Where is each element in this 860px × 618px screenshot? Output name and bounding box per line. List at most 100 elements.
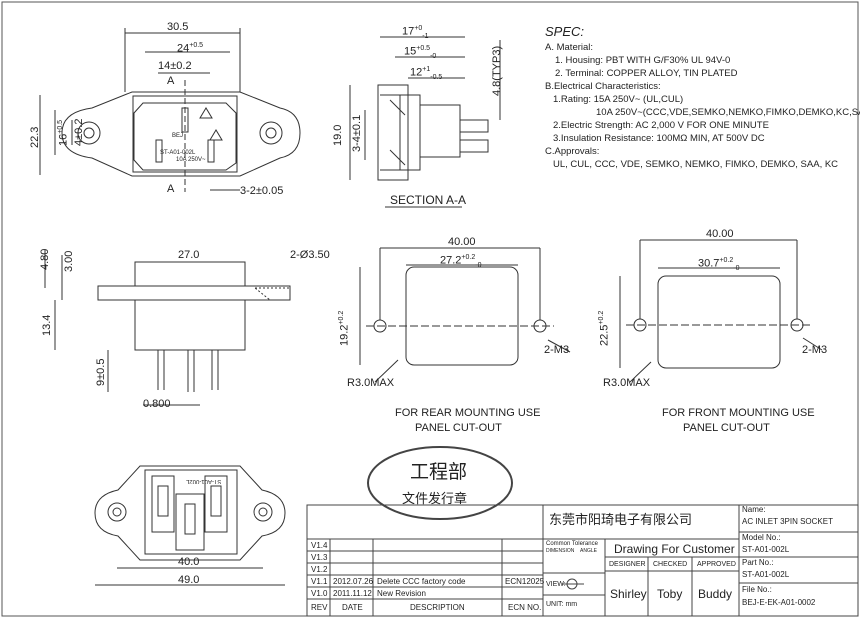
- rev-header: REV: [311, 603, 328, 612]
- spec-line: A. Material:: [545, 42, 594, 53]
- front-view: [39, 28, 301, 192]
- checked-label: CHECKED: [653, 561, 688, 568]
- rev-cell: V1.0: [311, 589, 328, 598]
- front-caption-1: FOR FRONT MOUNTING USE: [662, 407, 815, 419]
- spec-line: 2. Terminal: COPPER ALLOY, TIN PLATED: [555, 68, 738, 79]
- rev-cell: V1.4: [311, 541, 328, 550]
- section-mark-top: A: [167, 75, 175, 87]
- bottom-view: [94, 465, 286, 586]
- stamp-oval: [367, 446, 513, 520]
- spec-line: B.Electrical Characteristics:: [545, 81, 661, 92]
- drawing-for: Drawing For Customer: [614, 542, 735, 556]
- rear-width: 40.00: [448, 236, 476, 248]
- front-screw: 2-M3: [802, 344, 828, 356]
- designer-name: Shirley: [610, 587, 647, 601]
- view-label: VIEW:: [546, 581, 566, 588]
- date-header: DATE: [342, 603, 363, 612]
- checker-name: Toby: [657, 587, 683, 601]
- name-value: AC INLET 3PIN SOCKET: [742, 517, 833, 526]
- front-height: 22.5+0.2: [598, 310, 611, 346]
- rear-caption-2: PANEL CUT-OUT: [415, 422, 502, 434]
- model-label: Model No.:: [742, 533, 781, 542]
- dim-0800: 0.800: [143, 398, 171, 410]
- dim-height-16: 16+0.5: [57, 119, 70, 146]
- dim-134: 13.4: [41, 314, 53, 336]
- part-label: Part No.:: [742, 558, 774, 567]
- section-title: SECTION A-A: [390, 193, 467, 207]
- part-value: ST-A01-002L: [742, 570, 790, 579]
- spec-line: 3.Insulation Resistance: 100MΩ MIN, AT 5…: [553, 133, 765, 144]
- dim-14: 14±0.2: [158, 60, 192, 72]
- rev-desc-cell: Delete CCC factory code: [377, 577, 466, 586]
- spec-line: UL, CUL, CCC, VDE, SEMKO, NEMKO, FIMKO, …: [553, 159, 839, 170]
- marking-rating: 10A 250V~: [176, 157, 206, 163]
- spec-line: C.Approvals:: [545, 146, 600, 157]
- name-label: Name:: [742, 505, 766, 514]
- file-value: BEJ-E-EK-A01-0002: [742, 598, 816, 607]
- front-radius: R3.0MAX: [603, 377, 651, 389]
- rear-radius: R3.0MAX: [347, 377, 395, 389]
- dim-9: 9±0.5: [95, 358, 107, 386]
- dim-17: 17+0-1: [402, 25, 429, 40]
- dim-holes: 2-Ø3.50: [290, 249, 330, 261]
- rear-screw: 2-M3: [544, 344, 570, 356]
- marking-model: ST-A01-002L: [160, 150, 196, 156]
- side-view: [44, 250, 291, 406]
- rev-date-cell: 2011.11.12: [333, 589, 372, 598]
- front-cutout: [619, 239, 823, 383]
- front-inner: 30.7+0.2-0: [698, 257, 740, 272]
- spec-line: 10A 250V~(CCC,VDE,SEMKO,NEMKO,FIMKO,DEMK…: [596, 107, 860, 118]
- rear-height: 19.2+0.2: [338, 310, 351, 346]
- model-value: ST-A01-002L: [742, 545, 790, 554]
- section-mark-bottom: A: [167, 183, 175, 195]
- dim-12: 12+1-0.5: [410, 66, 443, 81]
- dim-24: 24+0.5: [177, 42, 204, 55]
- dimension-label: DIMENSION: [546, 548, 575, 554]
- front-width: 40.00: [706, 228, 734, 240]
- dim-19: 19.0: [332, 124, 344, 146]
- rear-inner: 27.2+0.2-0: [440, 254, 482, 269]
- dim-49: 49.0: [178, 574, 200, 586]
- common-tolerance: Common Tolerance: [546, 541, 598, 547]
- desc-header: DESCRIPTION: [410, 603, 465, 612]
- file-label: File No.:: [742, 585, 772, 594]
- dim-overall-width: 30.5: [167, 21, 189, 33]
- company-name: 东莞市阳琦电子有限公司: [549, 513, 693, 528]
- rev-date-cell: 2012.07.26: [333, 577, 374, 586]
- rev-ecn-cell: ECN12025: [505, 577, 545, 586]
- rev-cell: V1.1: [311, 577, 328, 586]
- dim-27: 27.0: [178, 249, 200, 261]
- stamp-line-1: 工程部: [410, 461, 468, 483]
- dim-300: 3.00: [63, 250, 75, 272]
- title-block-grid: [306, 504, 859, 617]
- dim-typ: 4.8(TYP3): [491, 45, 503, 96]
- section-view: [349, 36, 501, 208]
- rev-cell: V1.2: [311, 565, 328, 574]
- spec-heading: SPEC:: [545, 24, 585, 39]
- dim-40: 40.0: [178, 556, 200, 568]
- approved-label: APPROVED: [697, 561, 736, 568]
- unit-label: UNIT: mm: [546, 601, 578, 608]
- rear-caption-1: FOR REAR MOUNTING USE: [395, 407, 541, 419]
- dim-slot: 3-2±0.05: [240, 185, 284, 197]
- dim-height-22: 22.3: [29, 126, 41, 148]
- angle-label: ANGLE: [580, 548, 597, 554]
- bottom-marking: ST-A01-002L: [186, 478, 222, 484]
- dim-3-4: 3-4±0.1: [351, 114, 363, 152]
- stamp-line-2: 文件发行章: [402, 492, 468, 507]
- rev-desc-cell: New Revision: [377, 589, 426, 598]
- approver-name: Buddy: [698, 587, 733, 601]
- spec-line: 1.Rating: 15A 250V~ (UL,CUL): [553, 94, 684, 105]
- rev-cell: V1.3: [311, 553, 328, 562]
- dim-480: 4.80: [39, 248, 51, 270]
- spec-line: 1. Housing: PBT WITH G/F30% UL 94V-0: [555, 55, 731, 66]
- dim-15: 15+0.5-0: [404, 45, 437, 60]
- spec-line: 2.Electric Strength: AC 2,000 V FOR ONE …: [553, 120, 769, 131]
- front-caption-2: PANEL CUT-OUT: [683, 422, 770, 434]
- marking-brand: BEJ: [172, 133, 184, 139]
- dim-height-4: 4±0.2: [73, 118, 85, 146]
- ecn-header: ECN NO.: [508, 603, 542, 612]
- designer-label: DESIGNER: [609, 561, 646, 568]
